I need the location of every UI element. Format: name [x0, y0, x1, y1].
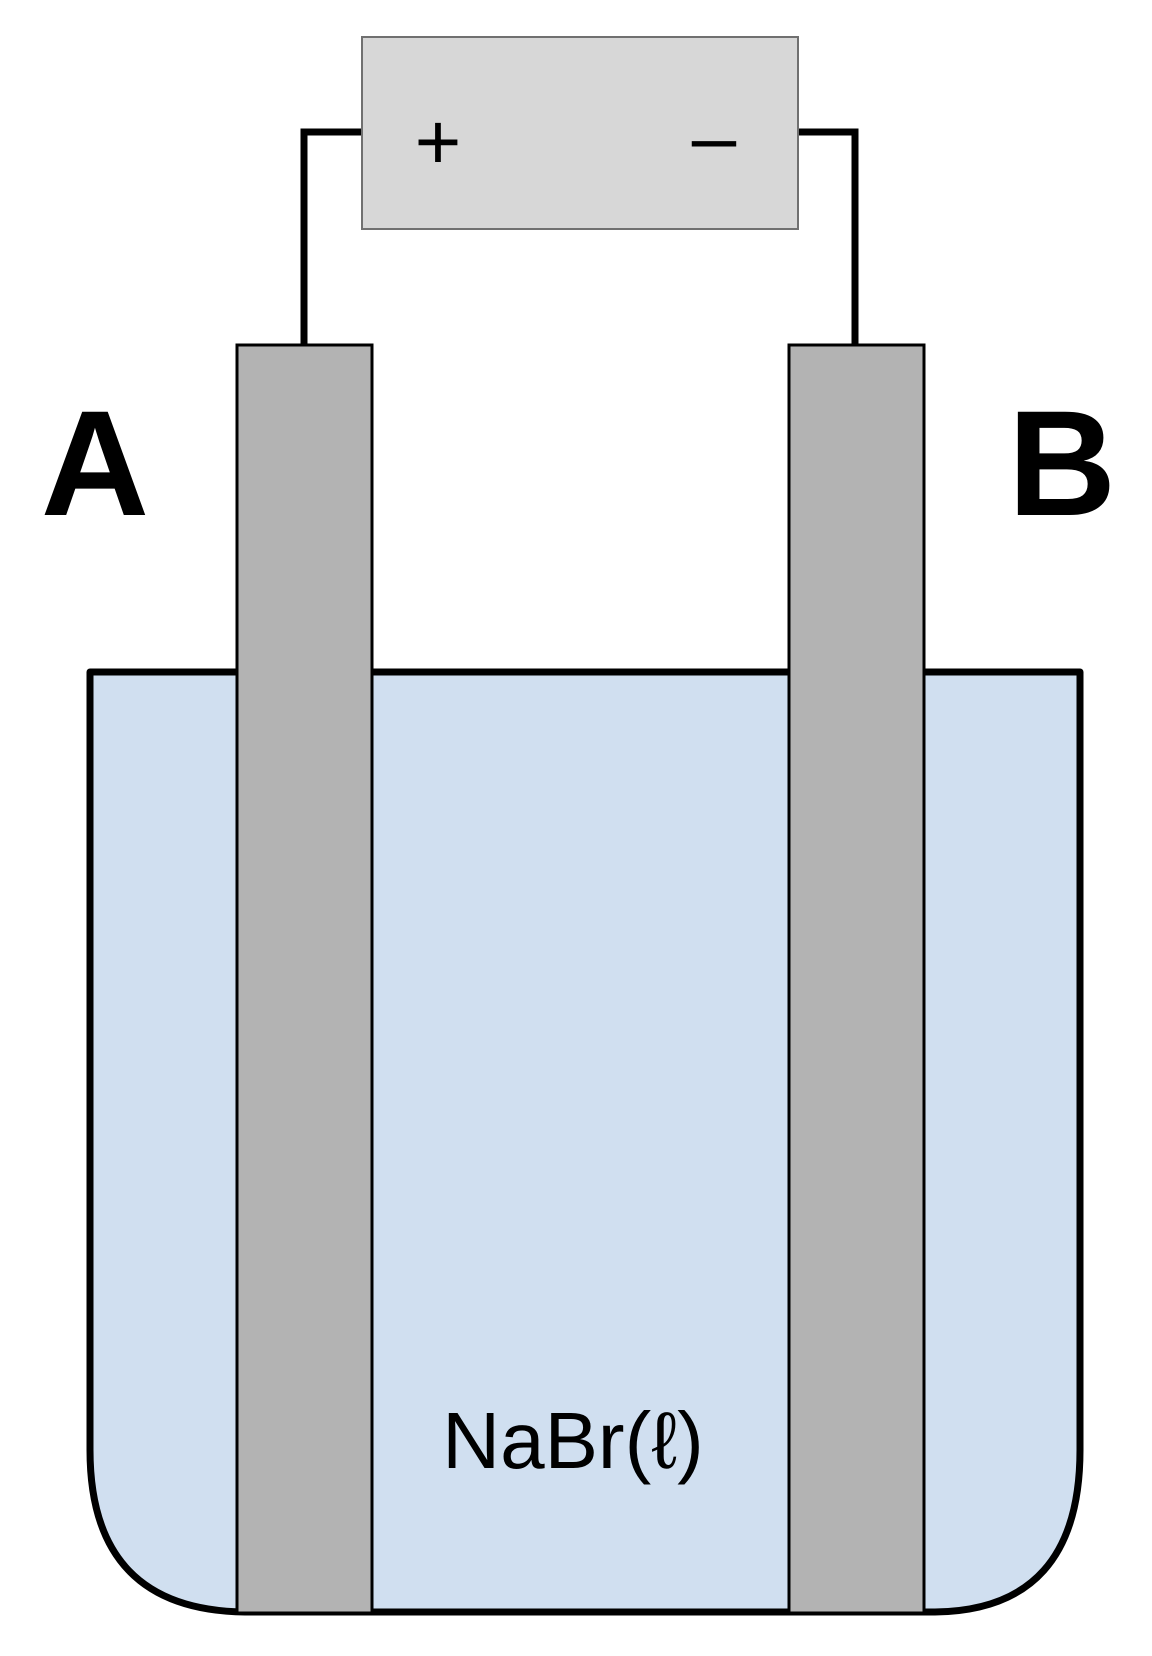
battery	[361, 36, 799, 230]
battery-positive-label: +	[415, 97, 462, 186]
electrode-a-label: A	[41, 379, 149, 547]
electrode-b-label: B	[1008, 379, 1116, 547]
electrode-a	[235, 343, 374, 1615]
solution-label: NaBr(ℓ)	[442, 1396, 703, 1485]
electrode-b	[787, 343, 926, 1615]
wire-positive	[300, 128, 362, 345]
battery-negative-label: –	[692, 92, 737, 181]
wire-negative	[798, 128, 859, 345]
